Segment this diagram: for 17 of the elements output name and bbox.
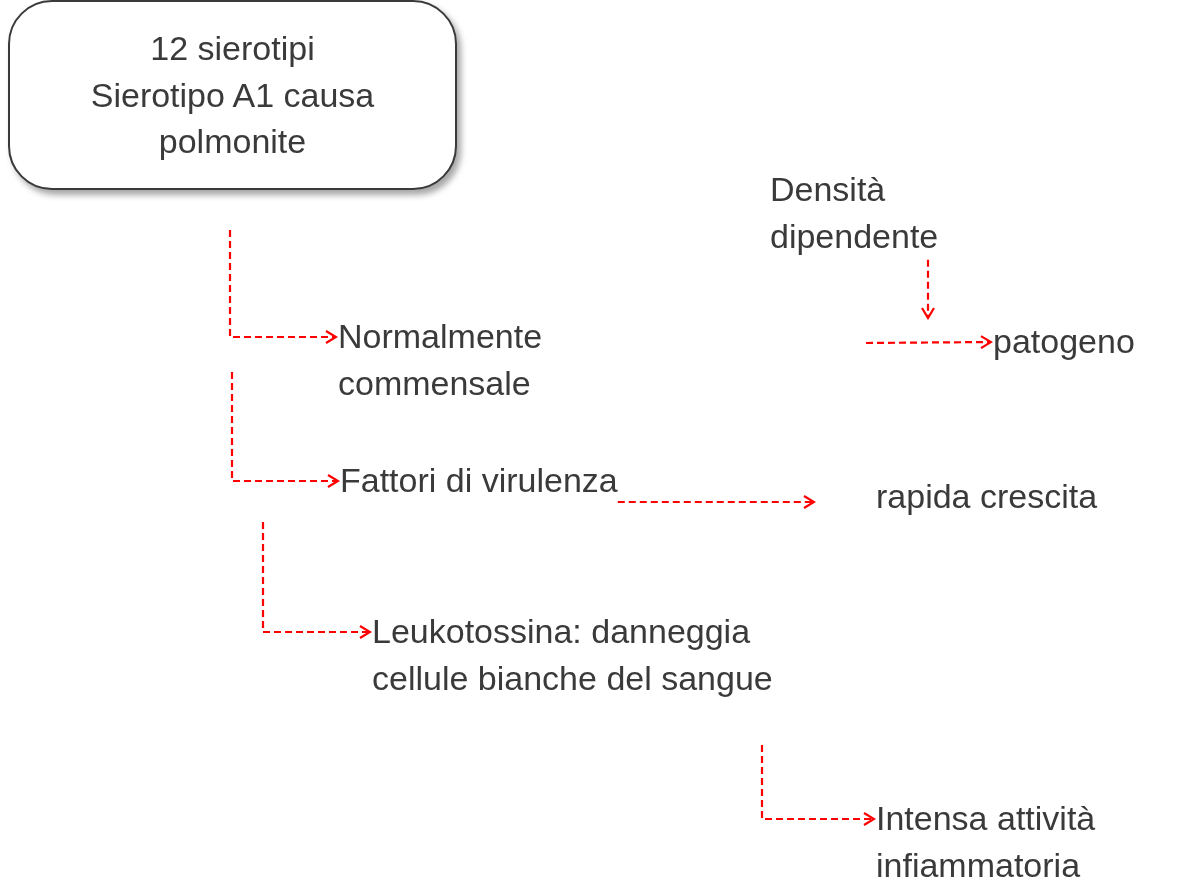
text-label: rapida crescita — [876, 473, 1166, 520]
box-text: 12 sierotipi — [149, 27, 316, 69]
box-text: Sierotipo A1 causa polmonite — [89, 74, 376, 163]
text-label: Normalmente commensale — [338, 313, 638, 407]
text-label: Fattori di virulenza — [340, 457, 618, 504]
dashed-arrow — [866, 335, 993, 350]
text-label: Intensa attività infiammatoria — [876, 795, 1176, 889]
text-label: Densità dipendente — [770, 166, 1010, 260]
dashed-arrow — [760, 745, 876, 827]
dashed-arrow — [228, 230, 338, 345]
dashed-arrow — [230, 372, 340, 489]
dashed-arrow — [920, 259, 936, 320]
rounded-box — [8, 0, 457, 190]
dashed-arrow — [617, 494, 816, 510]
text-label: Leukotossina: danneggia cellule bianche del sangue — [372, 608, 832, 702]
text-label: patogeno — [993, 318, 1178, 365]
dashed-arrow — [261, 522, 372, 640]
